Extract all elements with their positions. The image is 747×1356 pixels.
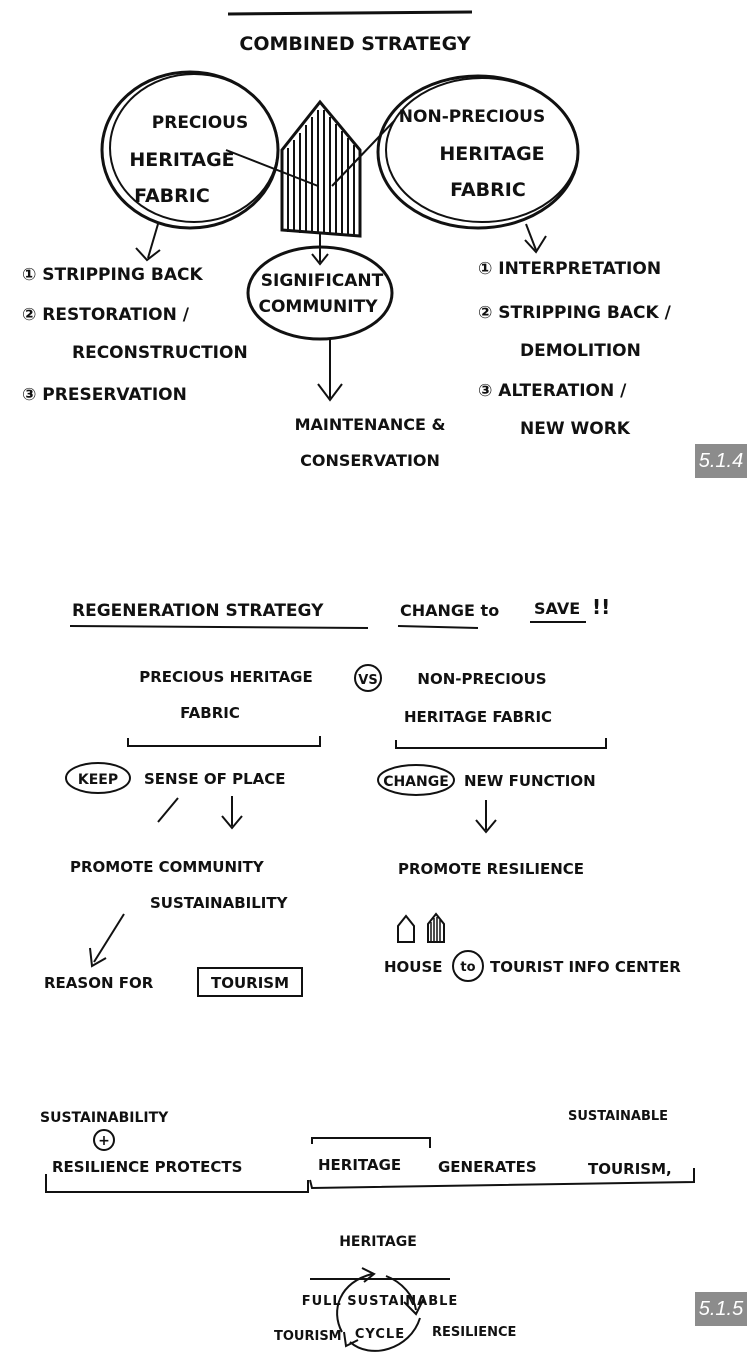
tourism-box bbox=[197, 967, 303, 997]
right-head-line1: NON-PRECIOUS bbox=[417, 670, 546, 688]
sustainability-label: SUSTAINABILITY bbox=[40, 1110, 169, 1126]
cycle-right: RESILIENCE bbox=[432, 1325, 516, 1340]
sketch2-title: REGENERATION STRATEGY bbox=[72, 601, 324, 621]
non-precious-line2: HERITAGE bbox=[439, 143, 544, 165]
vs-circle bbox=[354, 664, 382, 692]
cycle-left: TOURISM bbox=[274, 1329, 342, 1344]
slogan-prefix: CHANGE to bbox=[400, 601, 499, 620]
house-prefix: HOUSE bbox=[384, 958, 443, 976]
reason-box-label: TOURISM bbox=[211, 974, 289, 992]
left-head-line1: PRECIOUS HERITAGE bbox=[139, 668, 313, 686]
change-circle bbox=[377, 764, 455, 796]
left-list-item-2b: RECONSTRUCTION bbox=[72, 343, 248, 363]
non-precious-line3: FABRIC bbox=[450, 179, 526, 201]
community-line2: COMMUNITY bbox=[258, 297, 378, 317]
left-list-item-1: ① STRIPPING BACK bbox=[22, 265, 204, 285]
keep-circle bbox=[65, 762, 131, 794]
vs-label: VS bbox=[358, 673, 377, 688]
right-connector bbox=[331, 119, 396, 187]
cycle-top: HERITAGE bbox=[339, 1234, 417, 1250]
slogan-suffix: !! bbox=[592, 595, 610, 619]
promote-left-line2: SUSTAINABILITY bbox=[150, 894, 289, 912]
center-result-line2: CONSERVATION bbox=[300, 451, 440, 470]
cycle-caption-line1: FULL SUSTAINABLE bbox=[301, 1294, 459, 1309]
non-precious-line1: NON-PRECIOUS bbox=[399, 107, 545, 127]
right-list-item-3b: NEW WORK bbox=[520, 419, 631, 439]
regeneration-strategy-drawing: REGENERATION STRATEGY CHANGE to SAVE !! … bbox=[40, 595, 695, 1352]
slogan-word: SAVE bbox=[534, 599, 580, 618]
change-label: CHANGE bbox=[383, 774, 449, 790]
title-overline bbox=[227, 10, 473, 16]
promote-right: PROMOTE RESILIENCE bbox=[398, 860, 584, 878]
house-outline-icon bbox=[397, 914, 415, 943]
community-circle bbox=[246, 245, 394, 341]
precious-line1: PRECIOUS bbox=[152, 113, 248, 133]
sketch2-title-underline bbox=[69, 625, 369, 629]
sentence-part3: GENERATES bbox=[438, 1158, 537, 1176]
sentence-part1: RESILIENCE PROTECTS bbox=[52, 1158, 242, 1176]
arrow-to-reason bbox=[93, 913, 125, 963]
figure-tag-5-1-5: 5.1.5 bbox=[695, 1292, 747, 1326]
reason-prefix: REASON FOR bbox=[44, 974, 154, 992]
house-suffix: TOURIST INFO CENTER bbox=[490, 958, 681, 976]
plus-sign: + bbox=[98, 1133, 110, 1149]
precious-line2: HERITAGE bbox=[129, 149, 234, 171]
left-list-item-3: ③ PRESERVATION bbox=[22, 385, 187, 405]
right-head-line2: HERITAGE FABRIC bbox=[404, 708, 552, 726]
right-list-item-2b: DEMOLITION bbox=[520, 341, 641, 361]
left-arrow bbox=[147, 223, 159, 259]
cycle-caption-line2: CYCLE bbox=[354, 1327, 406, 1342]
right-arrow bbox=[525, 223, 537, 251]
to-circle bbox=[452, 950, 484, 982]
right-list-item-1: ① INTERPRETATION bbox=[478, 259, 661, 279]
promote-left-line1: PROMOTE COMMUNITY bbox=[70, 858, 265, 876]
combined-strategy-drawing: COMBINED STRATEGY PRECIOUS HERITAGE FABR… bbox=[22, 10, 672, 470]
change-rest: NEW FUNCTION bbox=[464, 772, 596, 790]
left-head-line2: FABRIC bbox=[180, 704, 240, 722]
sketch1-title: COMBINED STRATEGY bbox=[239, 33, 470, 55]
sentence-part2: HERITAGE bbox=[318, 1156, 401, 1174]
sketch-regeneration-strategy: REGENERATION STRATEGY CHANGE to SAVE !! … bbox=[0, 560, 747, 1352]
keep-rest: SENSE OF PLACE bbox=[144, 770, 286, 788]
center-result-line1: MAINTENANCE & bbox=[295, 415, 446, 434]
cycle-caption: FULL SUSTAINABLE CYCLE bbox=[290, 1278, 470, 1342]
right-list-item-3: ③ ALTERATION / bbox=[478, 381, 627, 401]
community-line1: SIGNIFICANT bbox=[261, 271, 384, 291]
house-to: to bbox=[460, 960, 475, 975]
left-list-item-2: ② RESTORATION / bbox=[22, 305, 190, 325]
house-icon bbox=[280, 99, 362, 238]
house-hatched-icon bbox=[427, 912, 445, 943]
right-list-item-2: ② STRIPPING BACK / bbox=[478, 303, 672, 323]
sketch-combined-strategy: COMBINED STRATEGY PRECIOUS HERITAGE FABR… bbox=[0, 0, 747, 490]
figure-tag-5-1-4: 5.1.4 bbox=[695, 444, 747, 478]
keep-label: KEEP bbox=[78, 772, 118, 788]
sustainable-label: SUSTAINABLE bbox=[568, 1109, 668, 1124]
left-connector bbox=[225, 149, 319, 187]
sentence-part4: TOURISM, bbox=[588, 1160, 672, 1178]
plus-circle bbox=[93, 1129, 115, 1151]
precious-line3: FABRIC bbox=[134, 185, 210, 207]
